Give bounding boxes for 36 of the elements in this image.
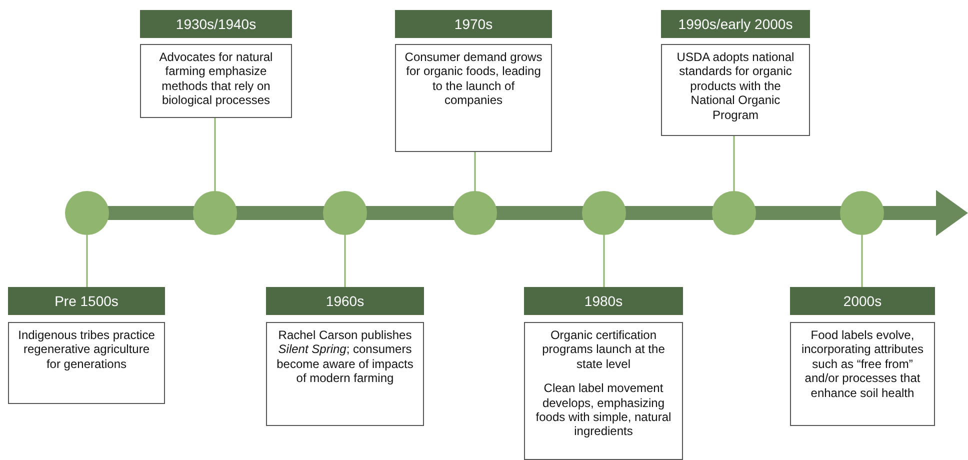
event-box — [395, 44, 552, 152]
date-header: 1930s/1940s — [140, 10, 292, 38]
connector-line — [344, 235, 346, 287]
connector-line — [214, 118, 216, 191]
date-header: 2000s — [790, 287, 935, 315]
date-header: 1980s — [524, 287, 683, 315]
timeline-dot — [840, 191, 884, 235]
event-description: Indigenous tribes practice regenerative agriculture for generations — [17, 328, 156, 372]
timeline-dot — [712, 191, 756, 235]
event-box — [524, 322, 683, 460]
date-header: Pre 1500s — [8, 287, 165, 315]
timeline-dot — [65, 191, 109, 235]
date-header: 1960s — [266, 287, 424, 315]
connector-line — [474, 152, 476, 191]
event-description: Organic certification programs launch at the state level — [541, 328, 666, 372]
event-box — [266, 322, 424, 426]
event-description: Rachel Carson publishes Silent Spring; consumers become aware of impacts of modern farming — [276, 328, 414, 386]
event-description: USDA adopts national standards for organic products with the National Organic Program — [676, 50, 796, 122]
timeline-dot — [323, 191, 367, 235]
timeline-dot — [582, 191, 626, 235]
date-header: 1970s — [395, 10, 552, 38]
event-box — [140, 44, 292, 118]
connector-line — [733, 136, 735, 191]
event-description: Consumer demand grows for organic foods, leading to the launch of companies — [404, 50, 544, 108]
timeline-dot — [453, 191, 497, 235]
event-box — [8, 322, 165, 404]
event-description: Food labels evolve, incorporating attributes such as “free from” and/or processes that enhance soil health — [800, 328, 925, 400]
event-description: Clean label movement develops, emphasizing foods with simple, natural ingredients — [534, 381, 672, 439]
event-description: Advocates for natural farming emphasize methods that rely on biological processes — [158, 50, 274, 108]
event-box — [661, 44, 810, 136]
connector-line — [86, 235, 88, 287]
connector-line — [861, 235, 863, 287]
date-header: 1990s/early 2000s — [661, 10, 810, 38]
event-box — [790, 322, 935, 426]
connector-line — [603, 235, 605, 287]
timeline-dot — [193, 191, 237, 235]
